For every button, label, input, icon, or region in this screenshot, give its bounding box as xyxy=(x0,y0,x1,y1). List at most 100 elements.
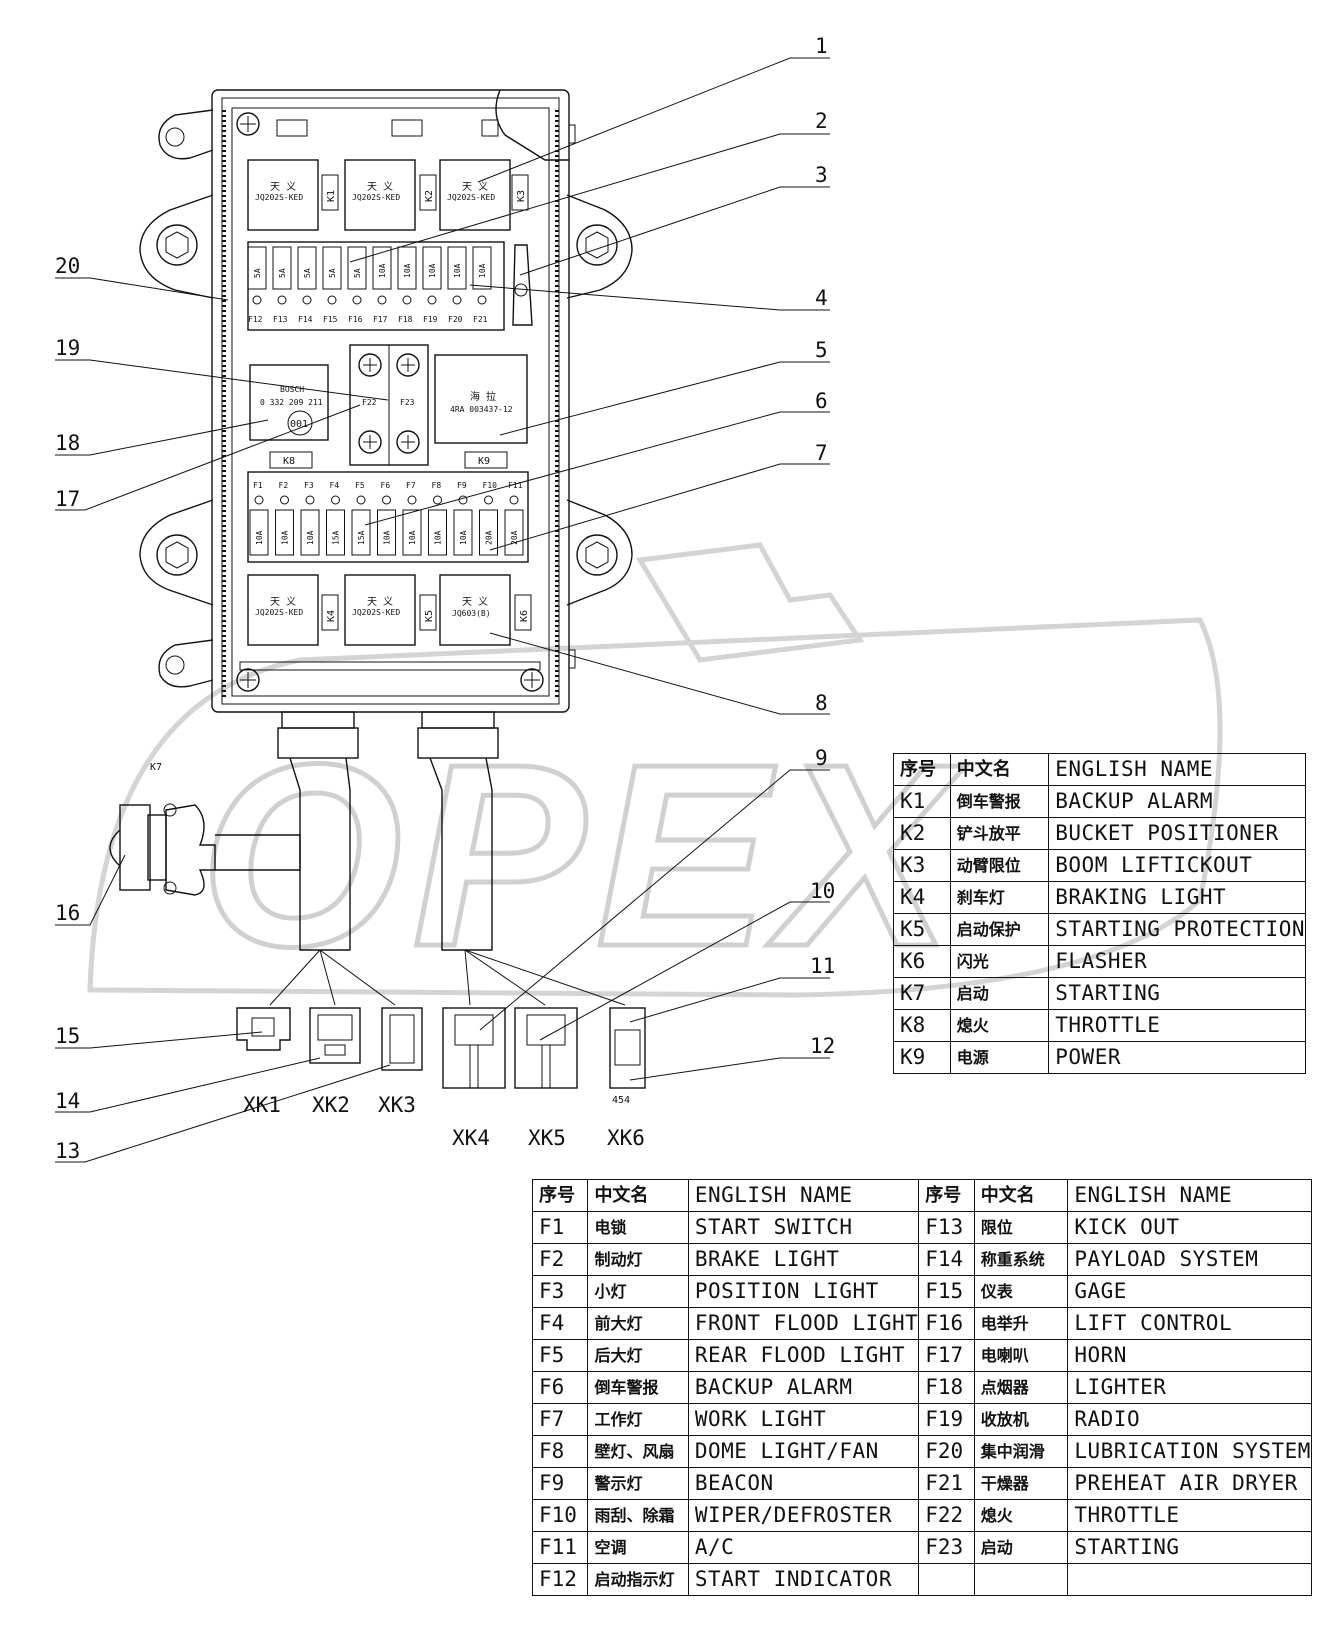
callout-16: 16 xyxy=(55,901,80,925)
fuse-rating: 5A xyxy=(278,268,287,278)
fuse-box-body xyxy=(211,89,576,713)
cell-left-cn: 倒车警报 xyxy=(587,1371,689,1404)
fuse-terminal xyxy=(305,495,315,505)
cell-left-en: WIPER/DEFROSTER xyxy=(687,1499,920,1532)
leader-lines xyxy=(55,57,830,1163)
fuse-body xyxy=(347,246,367,290)
fuse-terminal xyxy=(327,295,337,305)
callout-3: 3 xyxy=(815,163,828,187)
fuse-terminal xyxy=(452,295,462,305)
cell-no: K9 xyxy=(893,1041,951,1074)
callout-7: 7 xyxy=(815,441,828,465)
fuse-rating: 10A xyxy=(255,530,264,545)
cell-cn: 电源 xyxy=(949,1041,1050,1074)
bosch-brand: BOSCH xyxy=(280,385,304,394)
fuse-label: F1 xyxy=(253,481,263,490)
callout-1: 1 xyxy=(815,34,828,58)
connector-xk4: XK4 xyxy=(442,1007,506,1150)
header-en: ENGLISH NAME xyxy=(1048,753,1306,786)
cell-left-no: F2 xyxy=(531,1243,589,1276)
cell-right-no: F23 xyxy=(918,1531,975,1564)
fuse-terminal xyxy=(331,495,340,505)
fuse-rating: 10A xyxy=(459,530,468,545)
fuse-f22: F22 xyxy=(362,398,377,407)
cell-left-en: POSITION LIGHT xyxy=(687,1275,920,1308)
table-header-row: 序号 中文名 ENGLISH NAME xyxy=(893,753,1306,786)
fuse-terminal xyxy=(402,295,412,305)
cell-left-no: F6 xyxy=(531,1371,589,1404)
relay-tag-k8: K8 xyxy=(283,456,295,467)
callout-12: 12 xyxy=(810,1034,835,1058)
cell-cn: 启动保护 xyxy=(949,913,1050,946)
hella-brand: 海 拉 xyxy=(470,390,496,403)
cell-right-en: THROTTLE xyxy=(1067,1499,1312,1532)
callout-11: 11 xyxy=(810,954,835,978)
callout-19: 19 xyxy=(55,336,80,360)
fuse-terminal xyxy=(382,495,391,505)
cell-cn: 熄火 xyxy=(949,1009,1050,1042)
cell-right-en: KICK OUT xyxy=(1067,1211,1312,1244)
cell-right-cn: 收放机 xyxy=(973,1403,1069,1436)
callout-15: 15 xyxy=(55,1024,80,1048)
relay-tag: K1 xyxy=(326,190,337,202)
cell-en: BOOM LIFTICKOUT xyxy=(1048,849,1306,882)
cell-left-no: F7 xyxy=(531,1403,589,1436)
cell-no: K3 xyxy=(893,849,951,882)
connector-label: XK4 xyxy=(452,1126,490,1150)
fuse-body xyxy=(377,509,396,556)
cell-right-no: F21 xyxy=(918,1467,975,1500)
fuse-label: F11 xyxy=(508,481,523,490)
cell-right-no: F13 xyxy=(918,1211,975,1244)
callout-9: 9 xyxy=(815,746,828,770)
bosch-tag: 001 xyxy=(290,419,308,430)
callout-8: 8 xyxy=(815,691,828,715)
cell-left-en: BEACON xyxy=(687,1467,920,1500)
cell-en: BUCKET POSITIONER xyxy=(1048,817,1306,850)
cell-right-en: GAGE xyxy=(1067,1275,1312,1308)
fuse-body xyxy=(272,246,292,290)
connector-xk2: XK2 xyxy=(309,1007,361,1117)
relays-bottom: 天 义 JQ202S-KED K4 天 义 JQ202S-KED K5 天 义 … xyxy=(247,574,532,646)
fuse-label: F17 xyxy=(373,315,388,324)
fuse-body xyxy=(297,246,317,290)
fuse-rating: 10A xyxy=(408,530,417,545)
cell-right-cn: 称重系统 xyxy=(973,1243,1069,1276)
cell-cn: 启动 xyxy=(949,977,1050,1010)
cell-no: K2 xyxy=(893,817,951,850)
fuse-terminal xyxy=(356,495,366,505)
fuse-terminal xyxy=(458,495,468,505)
fuse-rating: 5A xyxy=(353,268,362,278)
header-cn-left: 中文名 xyxy=(587,1179,689,1212)
fuse-label: F19 xyxy=(423,315,438,324)
k7-relay: K7 xyxy=(109,762,216,896)
fuse-terminal xyxy=(252,295,262,305)
cell-right-en: HORN xyxy=(1067,1339,1312,1372)
cell-left-cn: 后大灯 xyxy=(587,1339,689,1372)
header-no-right: 序号 xyxy=(918,1179,975,1212)
cell-right-en xyxy=(1067,1563,1312,1596)
cell-left-no: F1 xyxy=(531,1211,589,1244)
connector-label: XK5 xyxy=(528,1126,566,1150)
relay-brand: 天 义 xyxy=(367,181,393,193)
relay-brand: 天 义 xyxy=(367,596,393,608)
cell-no: K6 xyxy=(893,945,951,978)
header-no: 序号 xyxy=(893,753,951,786)
fuse-label: F21 xyxy=(473,315,488,324)
cell-left-no: F11 xyxy=(531,1531,589,1564)
cell-en: STARTING xyxy=(1048,977,1306,1010)
relay-model: JQ603(B) xyxy=(452,609,491,618)
callout-numbers: 1 2 3 4 5 6 7 8 9 10 11 12 13 14 15 16 1… xyxy=(55,34,835,1163)
fuse-rating: 10A xyxy=(383,530,392,545)
header-en-right: ENGLISH NAME xyxy=(1067,1179,1312,1212)
cell-left-cn: 前大灯 xyxy=(587,1307,689,1340)
fuse-label: F2 xyxy=(279,481,289,490)
cell-cn: 铲斗放平 xyxy=(949,817,1050,850)
relay-tag: K4 xyxy=(326,610,337,622)
connector-xk5: XK5 xyxy=(514,1007,578,1150)
fuse-rating: 20A xyxy=(485,530,494,545)
header-cn-right: 中文名 xyxy=(973,1179,1069,1212)
